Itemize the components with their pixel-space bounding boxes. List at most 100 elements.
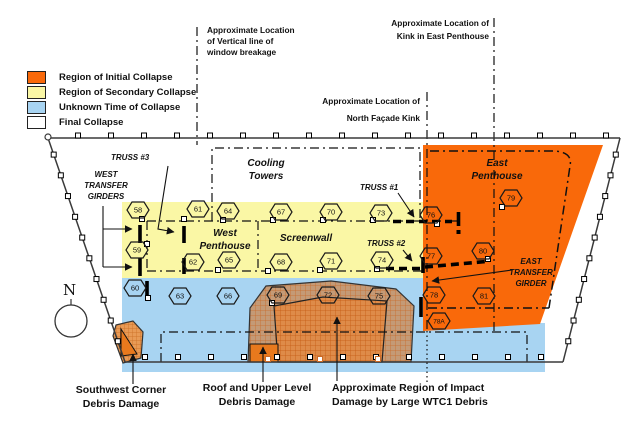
column-square — [265, 268, 271, 274]
column-square — [406, 354, 412, 360]
column-hexagon-70: 70 — [319, 203, 343, 221]
column-hexagon-59: 59 — [125, 241, 149, 259]
window-breakage-annotation: Approximate Location of Vertical line of… — [207, 25, 295, 57]
column-hexagon-66: 66 — [216, 287, 240, 305]
column-square — [602, 193, 609, 200]
column-square — [570, 317, 577, 324]
column-square — [64, 193, 71, 200]
svg-text:69: 69 — [274, 291, 282, 300]
svg-text:80: 80 — [479, 247, 487, 256]
column-square — [538, 354, 544, 360]
column-square — [142, 354, 148, 360]
final-collapse-boundary — [160, 331, 528, 362]
svg-text:64: 64 — [224, 207, 232, 216]
column-hexagon-72: 72 — [316, 286, 340, 304]
column-square — [405, 132, 411, 139]
column-square — [471, 132, 477, 139]
southwest-debris-accent — [120, 327, 138, 357]
svg-text:79: 79 — [507, 194, 515, 203]
legend-swatch-secondary — [27, 86, 46, 99]
column-square — [372, 132, 378, 139]
svg-text:68: 68 — [277, 258, 285, 267]
east-transfer-girder-label: EAST TRANSFER GIRDER — [509, 257, 553, 288]
column-hexagon-71: 71 — [319, 252, 343, 270]
column-square — [86, 255, 93, 262]
legend-swatch-final — [27, 116, 46, 129]
svg-text:59: 59 — [133, 246, 141, 255]
northwest-corner-node — [44, 133, 52, 141]
column-square — [57, 172, 64, 179]
compass-north-label: N — [63, 281, 77, 299]
column-square — [612, 151, 619, 158]
svg-text:76: 76 — [427, 211, 435, 220]
svg-text:75: 75 — [375, 292, 383, 301]
truss3-pointer — [157, 165, 175, 235]
svg-text:73: 73 — [377, 209, 385, 218]
column-square — [175, 354, 181, 360]
column-square — [307, 354, 313, 360]
column-square — [100, 296, 107, 303]
column-square — [565, 338, 572, 345]
column-hexagon-63: 63 — [168, 287, 192, 305]
legend: Region of Initial Collapse Region of Sec… — [27, 70, 196, 130]
column-hexagon-76: 76 — [419, 206, 443, 224]
legend-label-unknown: Unknown Time of Collapse — [59, 102, 181, 113]
svg-text:77: 77 — [427, 252, 435, 261]
cooling-towers-box — [211, 147, 421, 221]
column-square — [273, 132, 279, 139]
column-square — [241, 354, 247, 360]
truss2-label: TRUSS #2 — [367, 239, 406, 248]
column-square — [220, 217, 226, 223]
column-hexagon-79: 79 — [499, 189, 523, 207]
legend-item-initial: Region of Initial Collapse — [27, 70, 196, 85]
column-square — [581, 276, 588, 283]
column-square — [174, 132, 180, 139]
compass — [54, 299, 88, 338]
column-square — [472, 354, 478, 360]
svg-text:67: 67 — [277, 208, 285, 217]
svg-text:72: 72 — [324, 291, 332, 300]
impact-damage-area — [273, 296, 388, 363]
column-hexagon-65: 65 — [217, 251, 241, 269]
svg-text:63: 63 — [176, 292, 184, 301]
column-square — [108, 132, 114, 139]
column-square — [591, 234, 598, 241]
column-square — [575, 296, 582, 303]
column-square — [145, 295, 151, 301]
column-square — [504, 132, 510, 139]
column-hexagon-77: 77 — [419, 247, 443, 265]
column-square — [181, 216, 187, 222]
column-hexagon-67: 67 — [269, 203, 293, 221]
column-squares — [50, 132, 619, 362]
legend-label-secondary: Region of Secondary Collapse — [59, 87, 197, 98]
svg-text:58: 58 — [134, 206, 142, 215]
column-square — [208, 354, 214, 360]
west-transfer-girders-label: WEST TRANSFER GIRDERS — [84, 170, 128, 201]
kink-east-penthouse-annotation: Approximate Location of Kink in East Pen… — [391, 18, 489, 41]
column-square — [596, 213, 603, 220]
legend-label-final: Final Collapse — [59, 117, 124, 128]
column-hexagon-80: 80 — [471, 242, 495, 260]
column-square — [50, 151, 57, 158]
column-square — [141, 132, 147, 139]
column-square — [72, 213, 79, 220]
column-hexagon-61: 61 — [186, 200, 210, 218]
column-square — [439, 354, 445, 360]
svg-text:70: 70 — [327, 208, 335, 217]
column-square — [240, 132, 246, 139]
svg-text:61: 61 — [194, 205, 202, 214]
column-hexagon-62: 62 — [181, 253, 205, 271]
column-square — [75, 132, 81, 139]
region-initial-collapse — [423, 145, 603, 331]
column-square — [317, 267, 323, 273]
svg-text:74: 74 — [378, 256, 386, 265]
north-facade-kink-annotation: Approximate Location of North Façade Kin… — [322, 96, 420, 123]
column-square — [339, 132, 345, 139]
